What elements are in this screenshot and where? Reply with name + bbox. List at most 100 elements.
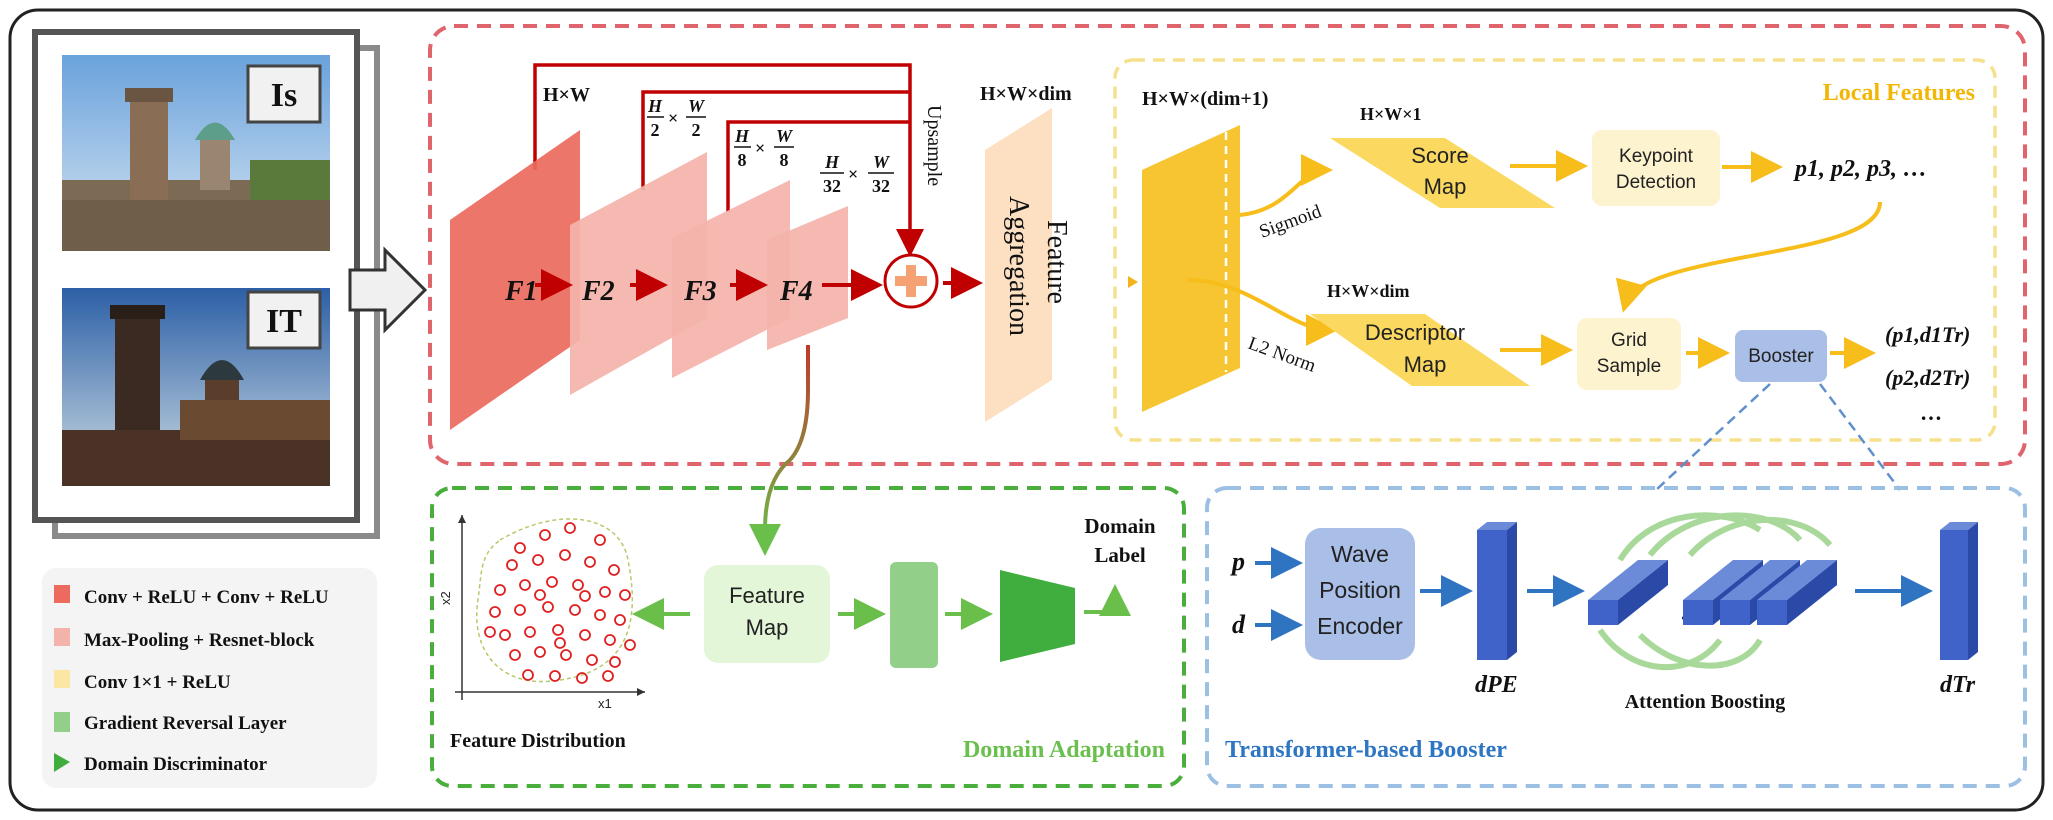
scatter-point [514,604,526,616]
aggregation-label-1: Feature [1041,220,1072,304]
svg-text:H: H [824,152,840,172]
add-node [883,253,939,309]
dpe-label: dPE [1475,672,1518,698]
keypoints-output: p1, p2, p3, … [1793,156,1927,182]
domain-adaptation-title: Domain Adaptation [963,737,1165,763]
dense-volume [1142,125,1240,412]
scatter-point [584,556,596,568]
volume-dims: H×W×(dim+1) [1142,88,1268,110]
scatter-point [509,649,521,661]
scatter-point [594,534,606,546]
feature-slab-f1 [450,130,580,430]
scatter-point [569,604,581,616]
dtr-label: dTr [1940,672,1976,698]
svg-text:2: 2 [651,120,660,140]
keypoint-detection-box [1592,130,1720,206]
scatter-point [499,629,511,641]
axis-y-label: x2 [438,591,453,605]
scatter-point [608,564,620,576]
outer-frame [8,8,2045,812]
output-pair-1: (p1,d1Tr) [1885,322,1970,347]
descriptor-map [1310,314,1530,386]
input-p: p [1230,547,1245,576]
dpe-block [1477,522,1517,660]
feature-label-f2: F2 [581,276,615,307]
encoder-label-1: Wave [1331,541,1389,567]
legend: Conv + ReLU + Conv + ReLU Max-Pooling + … [42,568,377,788]
feature-slab-f3 [672,180,790,378]
target-label: IT [266,303,302,340]
scatter-point [554,637,566,649]
domain-label-2: Label [1094,543,1146,567]
dims-f2: H 2 × W 2 [647,96,706,140]
svg-text:×: × [755,138,765,158]
booster-panel [1205,486,2027,788]
source-label-box [246,64,322,124]
l2norm-label: L2 Norm [1245,333,1318,377]
scatter-point [539,529,551,541]
f4-to-feature-map-arrow [749,345,810,556]
feature-label-f4: F4 [779,276,813,307]
input-images: Is IT [32,29,380,539]
svg-text:32: 32 [823,176,841,196]
legend-box [42,568,377,788]
axis-x-label: x1 [598,696,612,711]
aggregation-dims: H×W×dim [980,83,1072,105]
disc-to-label-arrow [1084,584,1131,616]
scatter-point [560,649,572,661]
domain-label-1: Domain [1084,514,1155,538]
scatter-point [579,629,591,641]
target-label-box [246,290,322,350]
encoder-label-3: Encoder [1317,613,1403,639]
local-features-panel [1113,58,1997,442]
legend-label-conv: Conv + ReLU + Conv + ReLU [84,587,329,608]
booster-panel-title: Transformer-based Booster [1225,737,1507,763]
sigmoid-arrow [1239,154,1333,217]
scatter-point [524,626,536,638]
grid-label-1: Grid [1611,330,1647,351]
scatter-point [572,579,584,591]
source-image [62,55,330,251]
scatter-point [546,576,558,588]
legend-swatch-pool [54,628,70,646]
svg-text:H: H [734,126,750,146]
scatter-point [494,584,506,596]
keypoints-to-grid-arrow [1615,201,1882,313]
scatter-point [609,656,621,668]
skip-connections [533,63,912,250]
feature-distribution-plot: x2 x1 [438,515,645,711]
gradient-reversal-layer [890,562,938,668]
scatter-point [602,670,614,682]
upsample-label: Upsample [923,105,945,186]
booster-label: Booster [1748,346,1814,367]
feature-label-f3: F3 [683,276,717,307]
score-map-label-2: Map [1424,174,1467,199]
legend-swatch-conv1x1 [54,670,70,688]
scatter-point [594,609,606,621]
booster-box [1735,330,1827,382]
output-pair-2: (p2,d2Tr) [1885,365,1970,390]
score-dims: H×W×1 [1360,104,1422,124]
feature-label-f1: F1 [504,276,538,307]
scatter-point [549,670,561,682]
scatter-point [604,634,616,646]
feature-slab-f4 [767,206,848,350]
scatter-point [559,549,571,561]
svg-text:W: W [873,152,891,172]
attention-label: Attention Boosting [1625,691,1786,713]
legend-label-pool: Max-Pooling + Resnet-block [84,630,315,651]
scatter-point [564,522,576,534]
scatter-point [614,614,626,626]
scatter-point [514,542,526,554]
legend-swatch-disc [54,753,70,772]
dims-f4: H 32 × W 32 [820,152,894,196]
encoder-label-2: Position [1319,577,1401,603]
svg-text:×: × [668,108,678,128]
svg-text:×: × [848,164,858,184]
score-map-label-1: Score [1411,143,1468,168]
feature-map-label-1: Feature [729,583,805,608]
scatter-point [579,590,591,602]
feature-aggregation-block [985,108,1052,422]
descriptor-dims: H×W×dim [1327,281,1410,301]
source-label: Is [271,77,297,114]
